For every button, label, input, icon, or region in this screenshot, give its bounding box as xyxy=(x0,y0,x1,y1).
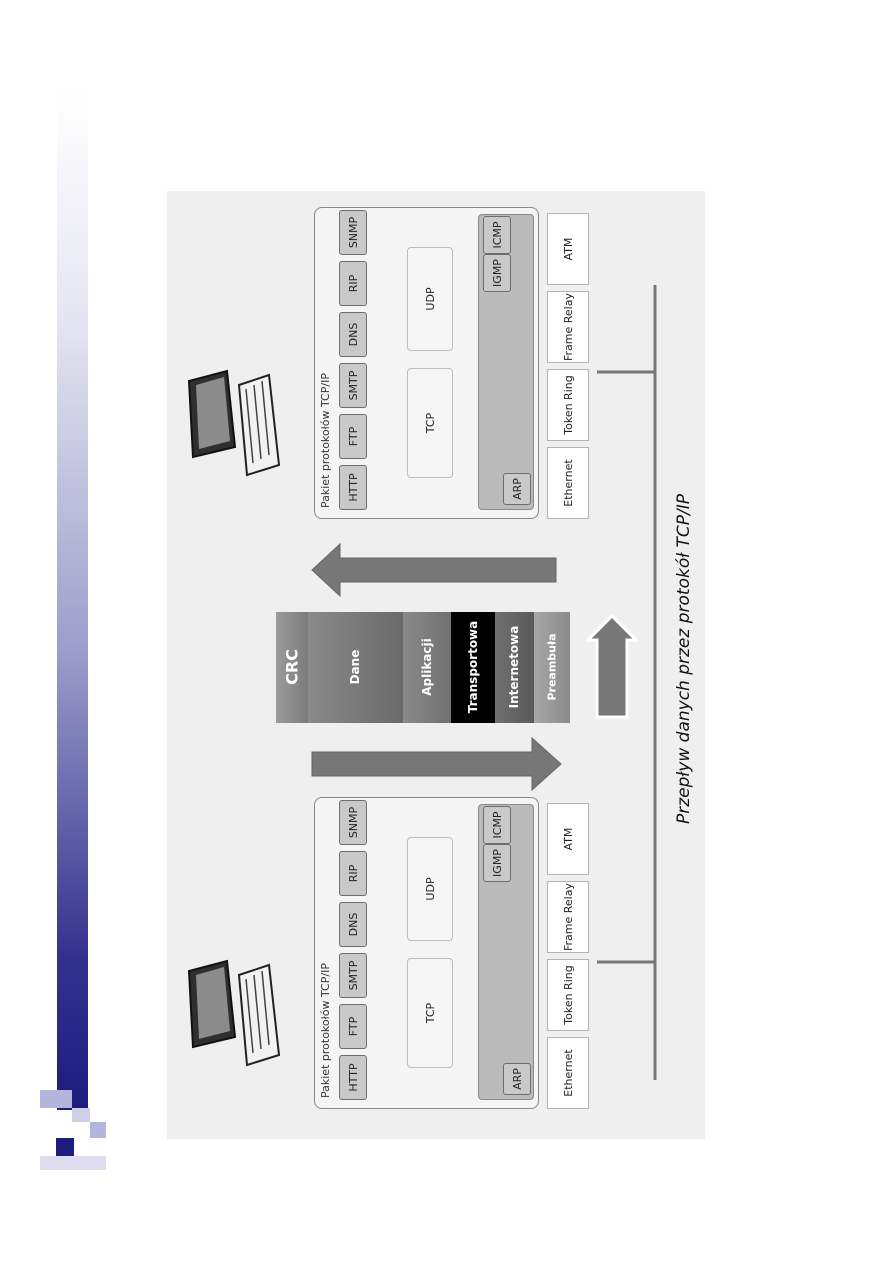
segment-label-preambula: Preambuła xyxy=(545,633,559,701)
segment-dane xyxy=(308,612,403,723)
computer-icon xyxy=(187,959,281,1067)
packet-segments: CRC Dane Aplikacji Transportowa Internet… xyxy=(276,612,570,723)
segment-label-internetowa: Internetowa xyxy=(507,625,521,709)
computer-icon xyxy=(187,369,281,477)
segment-preambula-band xyxy=(534,612,570,723)
segment-internetowa xyxy=(495,612,534,723)
segment-aplikacji xyxy=(403,612,451,723)
diagram-stage: Pakiet protokołów TCP/IP HTTP FTP SMTP D… xyxy=(167,191,705,1139)
corner-square xyxy=(90,1122,106,1138)
arrow-down-icon xyxy=(311,736,562,792)
segment-label-aplikacji: Aplikacji xyxy=(420,638,434,696)
segment-label-transportowa: Transportowa xyxy=(466,620,480,714)
arrow-up-icon xyxy=(311,542,557,598)
corner-square xyxy=(40,1156,106,1170)
segment-crc xyxy=(276,612,308,723)
segment-transportowa xyxy=(451,612,495,723)
segment-label-crc: CRC xyxy=(282,649,302,685)
segment-label-dane: Dane xyxy=(348,649,362,685)
corner-square xyxy=(56,1138,74,1156)
corner-square xyxy=(40,1090,72,1108)
arrow-right-icon xyxy=(584,613,640,719)
corner-square xyxy=(72,1108,90,1122)
sidebar-gradient-bar xyxy=(57,92,88,1110)
